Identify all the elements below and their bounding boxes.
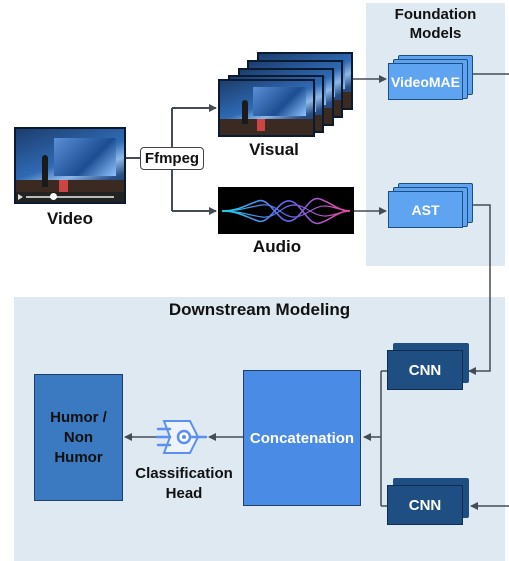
audio-label: Audio: [252, 237, 302, 256]
foundation-title-line1: Foundation: [394, 6, 477, 23]
video-thumbnail: [14, 127, 126, 204]
video-label: Video: [47, 209, 93, 228]
output-line3: Humor: [54, 448, 103, 466]
cnn-bottom-box: CNN: [387, 485, 463, 525]
video-player-bar: [16, 192, 124, 202]
foundation-title-line2: Models: [409, 25, 462, 42]
neural-classifier-icon: [156, 420, 208, 454]
output-line2: Non: [63, 428, 94, 446]
visual-label: Visual: [249, 140, 299, 159]
audio-waveform: [218, 187, 354, 234]
downstream-modeling-title: Downstream Modeling: [168, 300, 351, 319]
foundation-models-title: Foundation Models: [366, 5, 505, 43]
output-line1: Humor /: [50, 408, 107, 426]
classification-head-label: Classification Head: [120, 464, 248, 504]
visual-frame-1: [218, 79, 315, 137]
classification-head-line2: Head: [165, 485, 203, 502]
ast-box: AST: [388, 191, 463, 228]
videomae-box: VideoMAE: [388, 63, 463, 100]
classification-head-icon: [156, 417, 208, 457]
ffmpeg-box: Ffmpeg: [140, 147, 204, 170]
waveform-graphic: [221, 197, 351, 225]
cnn-top-box: CNN: [387, 350, 463, 390]
classification-head-line1: Classification: [135, 465, 233, 482]
humor-output-box: Humor / Non Humor: [34, 374, 123, 501]
concatenation-box: Concatenation: [243, 370, 361, 506]
